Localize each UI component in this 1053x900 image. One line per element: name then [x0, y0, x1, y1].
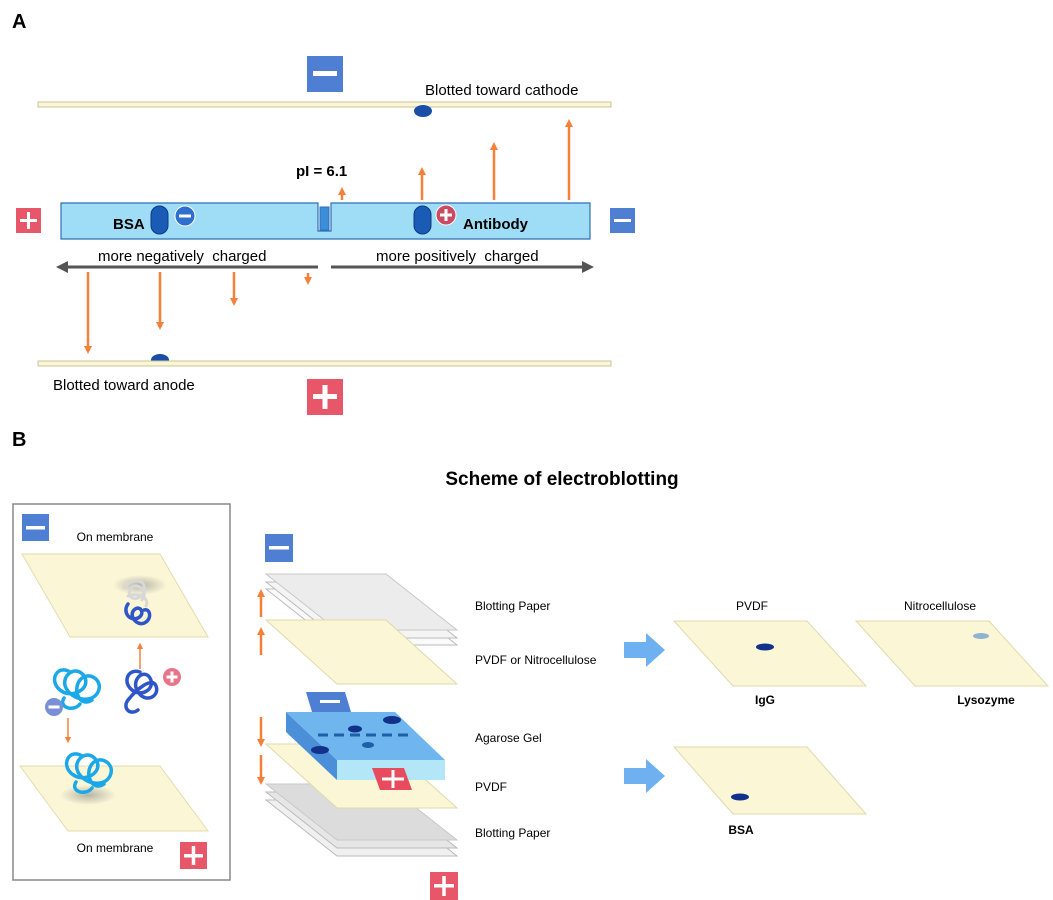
cathode-label: Blotted toward cathode: [425, 82, 578, 99]
panel-a-letter: A: [12, 11, 26, 33]
stack-plus-icon: [430, 872, 458, 900]
antibody-positive-charge-icon: [435, 204, 457, 226]
inset-minus-icon: [22, 514, 49, 541]
inset-attached-protein-icon: [124, 602, 152, 626]
anode-label: Blotted toward anode: [53, 377, 195, 394]
blotting-paper-top-label: Blotting Paper: [475, 599, 550, 613]
antibody-label: Antibody: [463, 216, 529, 233]
bottom-membrane-bar: [37, 360, 612, 367]
lysozyme-spot: [973, 633, 989, 639]
inset-top-spot-shadow: [113, 575, 167, 595]
agarose-gel-label: Agarose Gel: [475, 731, 542, 745]
gel-minus-tab-icon: [306, 692, 351, 712]
bsa-protein-icon: [150, 205, 169, 235]
pvdf-result-header: PVDF: [736, 599, 768, 613]
nc-lysozyme-membrane: [854, 620, 1050, 687]
inset-top-label: On membrane: [77, 530, 154, 544]
lysozyme-label: Lysozyme: [957, 693, 1015, 707]
inset-positive-protein-icon: [124, 669, 159, 714]
nc-result-header: Nitrocellulose: [904, 599, 976, 613]
bottom-blotting-paper: [264, 783, 459, 857]
result-arrow-bottom-icon: [624, 759, 665, 793]
anode-plus-icon: [307, 379, 343, 415]
top-blotting-paper: [264, 573, 459, 646]
right-minus-icon: [610, 208, 635, 233]
downward-arrows: [83, 272, 313, 355]
stack-minus-icon: [265, 534, 293, 562]
scheme-title: Scheme of electroblotting: [445, 469, 678, 490]
bsa-negative-charge-icon: [174, 205, 196, 227]
bsa-spot: [731, 793, 749, 801]
pvdf-or-nc-label: PVDF or Nitrocellulose: [475, 653, 597, 667]
pi-label: pI = 6.1: [296, 163, 347, 180]
negative-charge-label: more negatively charged: [98, 248, 266, 265]
cathode-blotted-protein: [414, 105, 432, 117]
positive-charge-label: more positively charged: [376, 248, 539, 265]
gel-plus-tab-icon: [372, 768, 412, 790]
igg-spot: [756, 643, 774, 651]
result-arrow-top-icon: [624, 633, 665, 667]
inset-bottom-spot-shadow: [60, 785, 116, 805]
pvdf-bsa-membrane: [672, 746, 868, 815]
inset-top-membrane: [21, 553, 209, 638]
blotting-paper-bottom-label: Blotting Paper: [475, 826, 550, 840]
igg-label: IgG: [755, 693, 775, 707]
loading-well: [319, 206, 330, 231]
bsa-label: BSA: [113, 216, 145, 233]
upward-arrows: [337, 118, 574, 200]
top-transfer-membrane: [264, 619, 459, 685]
inset-plus-icon: [180, 842, 207, 869]
left-plus-icon: [16, 208, 41, 233]
inset-blotted-protein-icon: [64, 752, 114, 794]
agarose-gel-slab: [286, 712, 445, 780]
inset-negative-protein-icon: [52, 668, 102, 710]
inset-bottom-label: On membrane: [77, 841, 154, 855]
bsa-result-label: BSA: [728, 823, 754, 837]
antibody-protein-icon: [413, 205, 432, 235]
cathode-minus-icon: [307, 56, 343, 92]
inset-negative-charge-icon: [45, 698, 63, 716]
pvdf-label: PVDF: [475, 780, 507, 794]
inset-positive-charge-icon: [163, 668, 181, 686]
top-membrane-bar: [37, 101, 612, 108]
pvdf-igg-membrane: [672, 620, 868, 687]
inset-faded-protein-icon: [122, 579, 149, 608]
panel-b-letter: B: [12, 429, 26, 451]
